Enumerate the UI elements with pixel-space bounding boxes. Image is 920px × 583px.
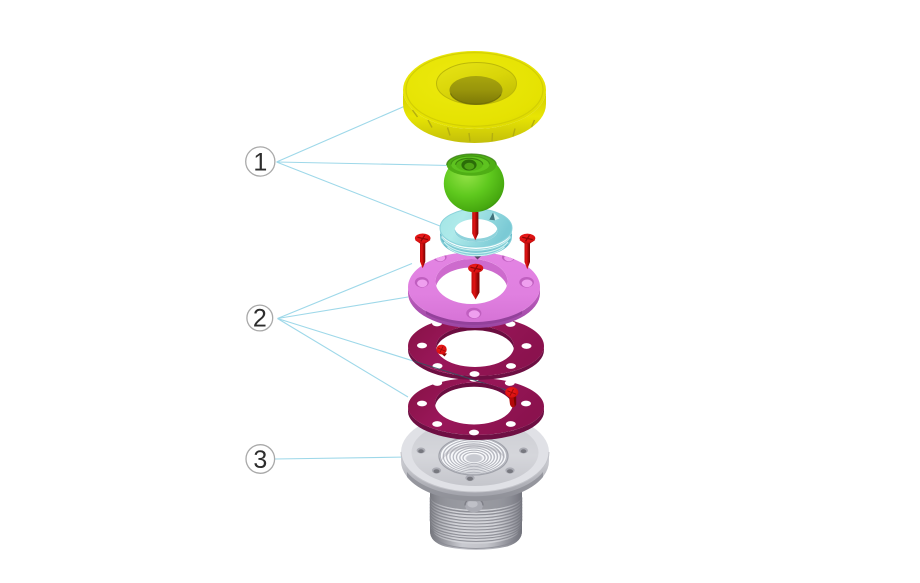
- svg-text:2: 2: [253, 305, 267, 333]
- svg-text:1: 1: [253, 149, 267, 177]
- svg-text:3: 3: [253, 446, 267, 474]
